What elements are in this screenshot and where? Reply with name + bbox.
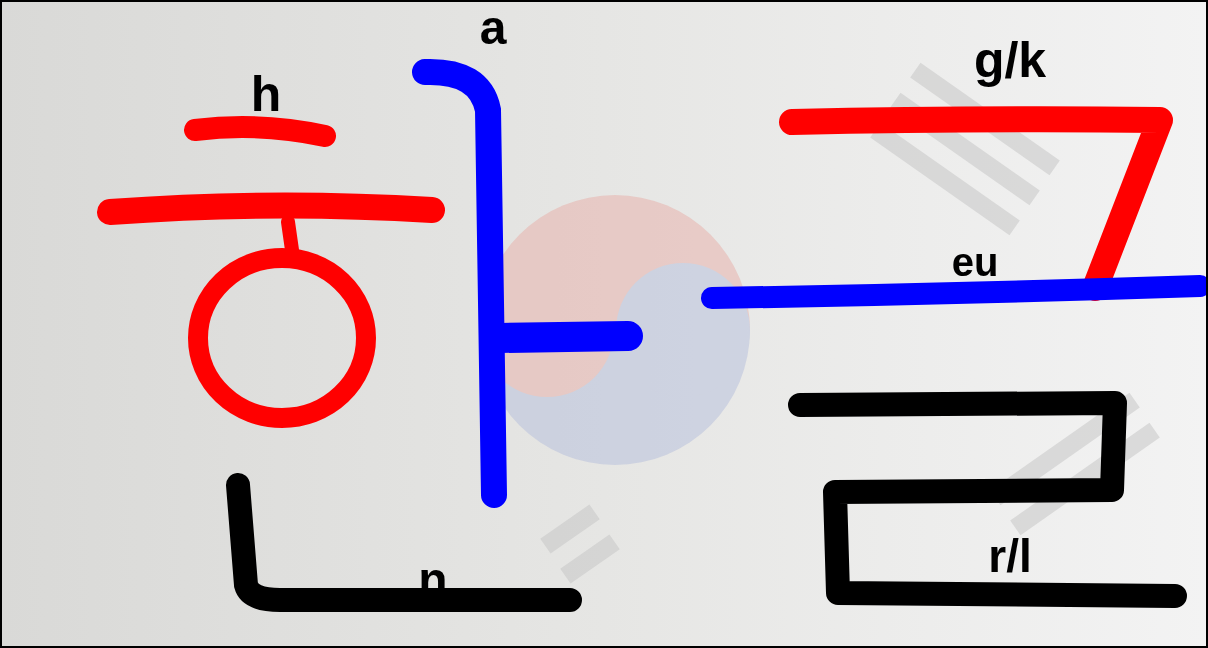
jamo-sound-label: g/k (974, 35, 1046, 85)
jamo-sound-label: a (480, 4, 507, 52)
a-jamo (425, 72, 628, 495)
jamo-sound-label: eu (952, 242, 999, 282)
nieun-jamo (238, 485, 570, 600)
rieul-jamo (800, 403, 1175, 596)
giyeok-jamo (792, 119, 1160, 288)
eu-jamo (712, 286, 1200, 298)
jamo-sound-label: n (418, 556, 447, 604)
jamo-sound-label: h (251, 69, 282, 119)
faded-flag (480, 63, 1160, 584)
hieut-jamo (110, 127, 432, 418)
jamo-sound-label: r/l (988, 533, 1031, 579)
